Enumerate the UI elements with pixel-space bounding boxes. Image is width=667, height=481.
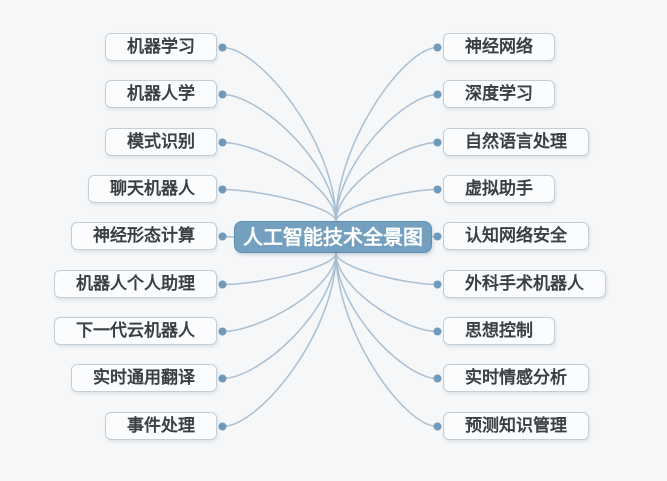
- connector-curve: [222, 188, 337, 222]
- connector-dot: [218, 280, 227, 289]
- connector-dot: [433, 422, 442, 431]
- branch-node-right-4[interactable]: 认知网络安全: [443, 222, 589, 250]
- branch-node-right-5[interactable]: 外科手术机器人: [443, 270, 606, 298]
- connector-dot: [218, 374, 227, 383]
- branch-node-right-0[interactable]: 神经网络: [443, 33, 555, 61]
- connector-dot: [218, 90, 227, 99]
- connector-dot: [218, 185, 227, 194]
- branch-node-left-7[interactable]: 实时通用翻译: [71, 364, 217, 392]
- connector-curve: [335, 188, 438, 222]
- connector-curve: [222, 252, 337, 333]
- connector-curve: [222, 46, 337, 222]
- connector-dot: [433, 185, 442, 194]
- branch-node-left-0[interactable]: 机器学习: [105, 33, 217, 61]
- branch-node-left-3[interactable]: 聊天机器人: [88, 175, 217, 203]
- branch-node-left-4[interactable]: 神经形态计算: [71, 222, 217, 250]
- connector-curve: [335, 252, 438, 428]
- connector-dot: [433, 43, 442, 52]
- branch-node-left-6[interactable]: 下一代云机器人: [54, 317, 217, 345]
- connector-dot: [218, 43, 227, 52]
- connector-dot: [218, 327, 227, 336]
- branch-node-right-7[interactable]: 实时情感分析: [443, 364, 589, 392]
- connector-curve: [222, 252, 337, 380]
- branch-node-left-1[interactable]: 机器人学: [105, 80, 217, 108]
- branch-node-left-8[interactable]: 事件处理: [105, 412, 217, 440]
- connector-curve: [335, 46, 438, 222]
- connector-curve: [335, 252, 438, 333]
- branch-node-right-1[interactable]: 深度学习: [443, 80, 555, 108]
- connector-dot: [218, 422, 227, 431]
- branch-node-left-2[interactable]: 模式识别: [105, 128, 217, 156]
- connector-curve: [222, 141, 337, 222]
- connector-dot: [433, 90, 442, 99]
- central-topic-node[interactable]: 人工智能技术全景图: [234, 221, 432, 253]
- connector-curve: [335, 252, 438, 286]
- connector-dot: [218, 232, 227, 241]
- connector-dot: [433, 232, 442, 241]
- connector-curve: [222, 252, 337, 286]
- branch-node-left-5[interactable]: 机器人个人助理: [54, 270, 217, 298]
- connector-dot: [433, 280, 442, 289]
- connector-dot: [433, 327, 442, 336]
- branch-node-right-3[interactable]: 虚拟助手: [443, 175, 555, 203]
- branch-node-right-6[interactable]: 思想控制: [443, 317, 555, 345]
- connector-curve: [335, 141, 438, 222]
- connector-dot: [433, 138, 442, 147]
- connector-curve: [222, 252, 337, 428]
- connector-curve: [335, 93, 438, 222]
- connector-dot: [218, 138, 227, 147]
- connector-dot: [433, 374, 442, 383]
- connector-curve: [335, 252, 438, 380]
- branch-node-right-2[interactable]: 自然语言处理: [443, 128, 589, 156]
- connector-curve: [222, 93, 337, 222]
- branch-node-right-8[interactable]: 预测知识管理: [443, 412, 589, 440]
